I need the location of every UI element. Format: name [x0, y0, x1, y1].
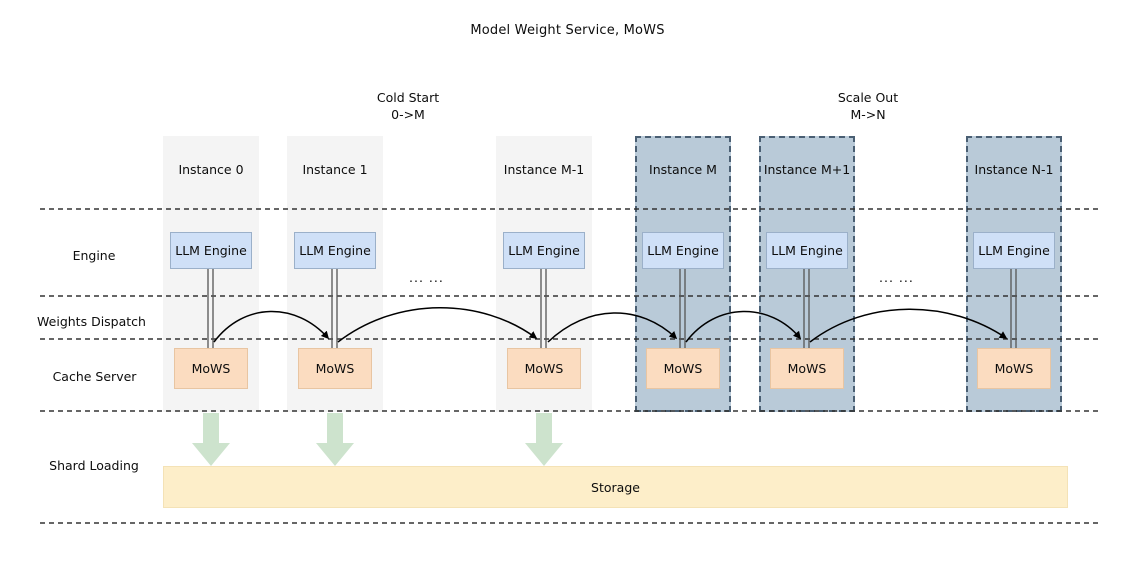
instance-title-instance-n-1: Instance N-1: [974, 161, 1054, 177]
group-caption-scale-out: Scale Out M->N: [798, 88, 938, 124]
shard-loading-arrow-group: [192, 413, 563, 466]
shard-arrow-instance-m-1: [525, 413, 563, 466]
row-label-cache-server: Cache Server: [52, 369, 137, 384]
ellipsis-left: ... ...: [409, 270, 444, 285]
group-caption-cold-start-line1: Cold Start: [376, 90, 440, 105]
storage-bar[interactable]: Storage: [163, 466, 1068, 508]
llm-engine-box-instance-1[interactable]: LLM Engine: [294, 232, 376, 269]
group-caption-scale-out-line1: Scale Out: [837, 90, 899, 105]
instance-title-instance-m: Instance M: [649, 161, 717, 177]
diagram-title: Model Weight Service, MoWS: [470, 22, 665, 38]
row-label-weights-dispatch: Weights Dispatch: [37, 314, 146, 329]
llm-engine-box-instance-n-1[interactable]: LLM Engine: [973, 232, 1055, 269]
instance-title-instance-1: Instance 1: [302, 161, 368, 177]
mows-box-instance-m+1[interactable]: MoWS: [770, 348, 844, 389]
row-label-shard-loading: Shard Loading: [49, 458, 139, 473]
group-caption-cold-start-line2: 0->M: [391, 107, 425, 122]
mows-box-instance-m-1[interactable]: MoWS: [507, 348, 581, 389]
llm-engine-box-instance-m+1[interactable]: LLM Engine: [766, 232, 848, 269]
mows-box-instance-m[interactable]: MoWS: [646, 348, 720, 389]
group-caption-cold-start: Cold Start 0->M: [338, 88, 478, 124]
instance-title-instance-m+1: Instance M+1: [763, 161, 851, 177]
instance-title-instance-m-1: Instance M-1: [503, 161, 585, 177]
ellipsis-right: ... ...: [879, 270, 914, 285]
shard-arrow-instance-0: [192, 413, 230, 466]
llm-engine-box-instance-0[interactable]: LLM Engine: [170, 232, 252, 269]
mows-box-instance-1[interactable]: MoWS: [298, 348, 372, 389]
shard-arrow-instance-1: [316, 413, 354, 466]
mows-box-instance-0[interactable]: MoWS: [174, 348, 248, 389]
llm-engine-box-instance-m[interactable]: LLM Engine: [642, 232, 724, 269]
mows-box-instance-n-1[interactable]: MoWS: [977, 348, 1051, 389]
llm-engine-box-instance-m-1[interactable]: LLM Engine: [503, 232, 585, 269]
row-label-engine: Engine: [72, 248, 116, 263]
group-caption-scale-out-line2: M->N: [850, 107, 886, 122]
instance-title-instance-0: Instance 0: [178, 161, 244, 177]
